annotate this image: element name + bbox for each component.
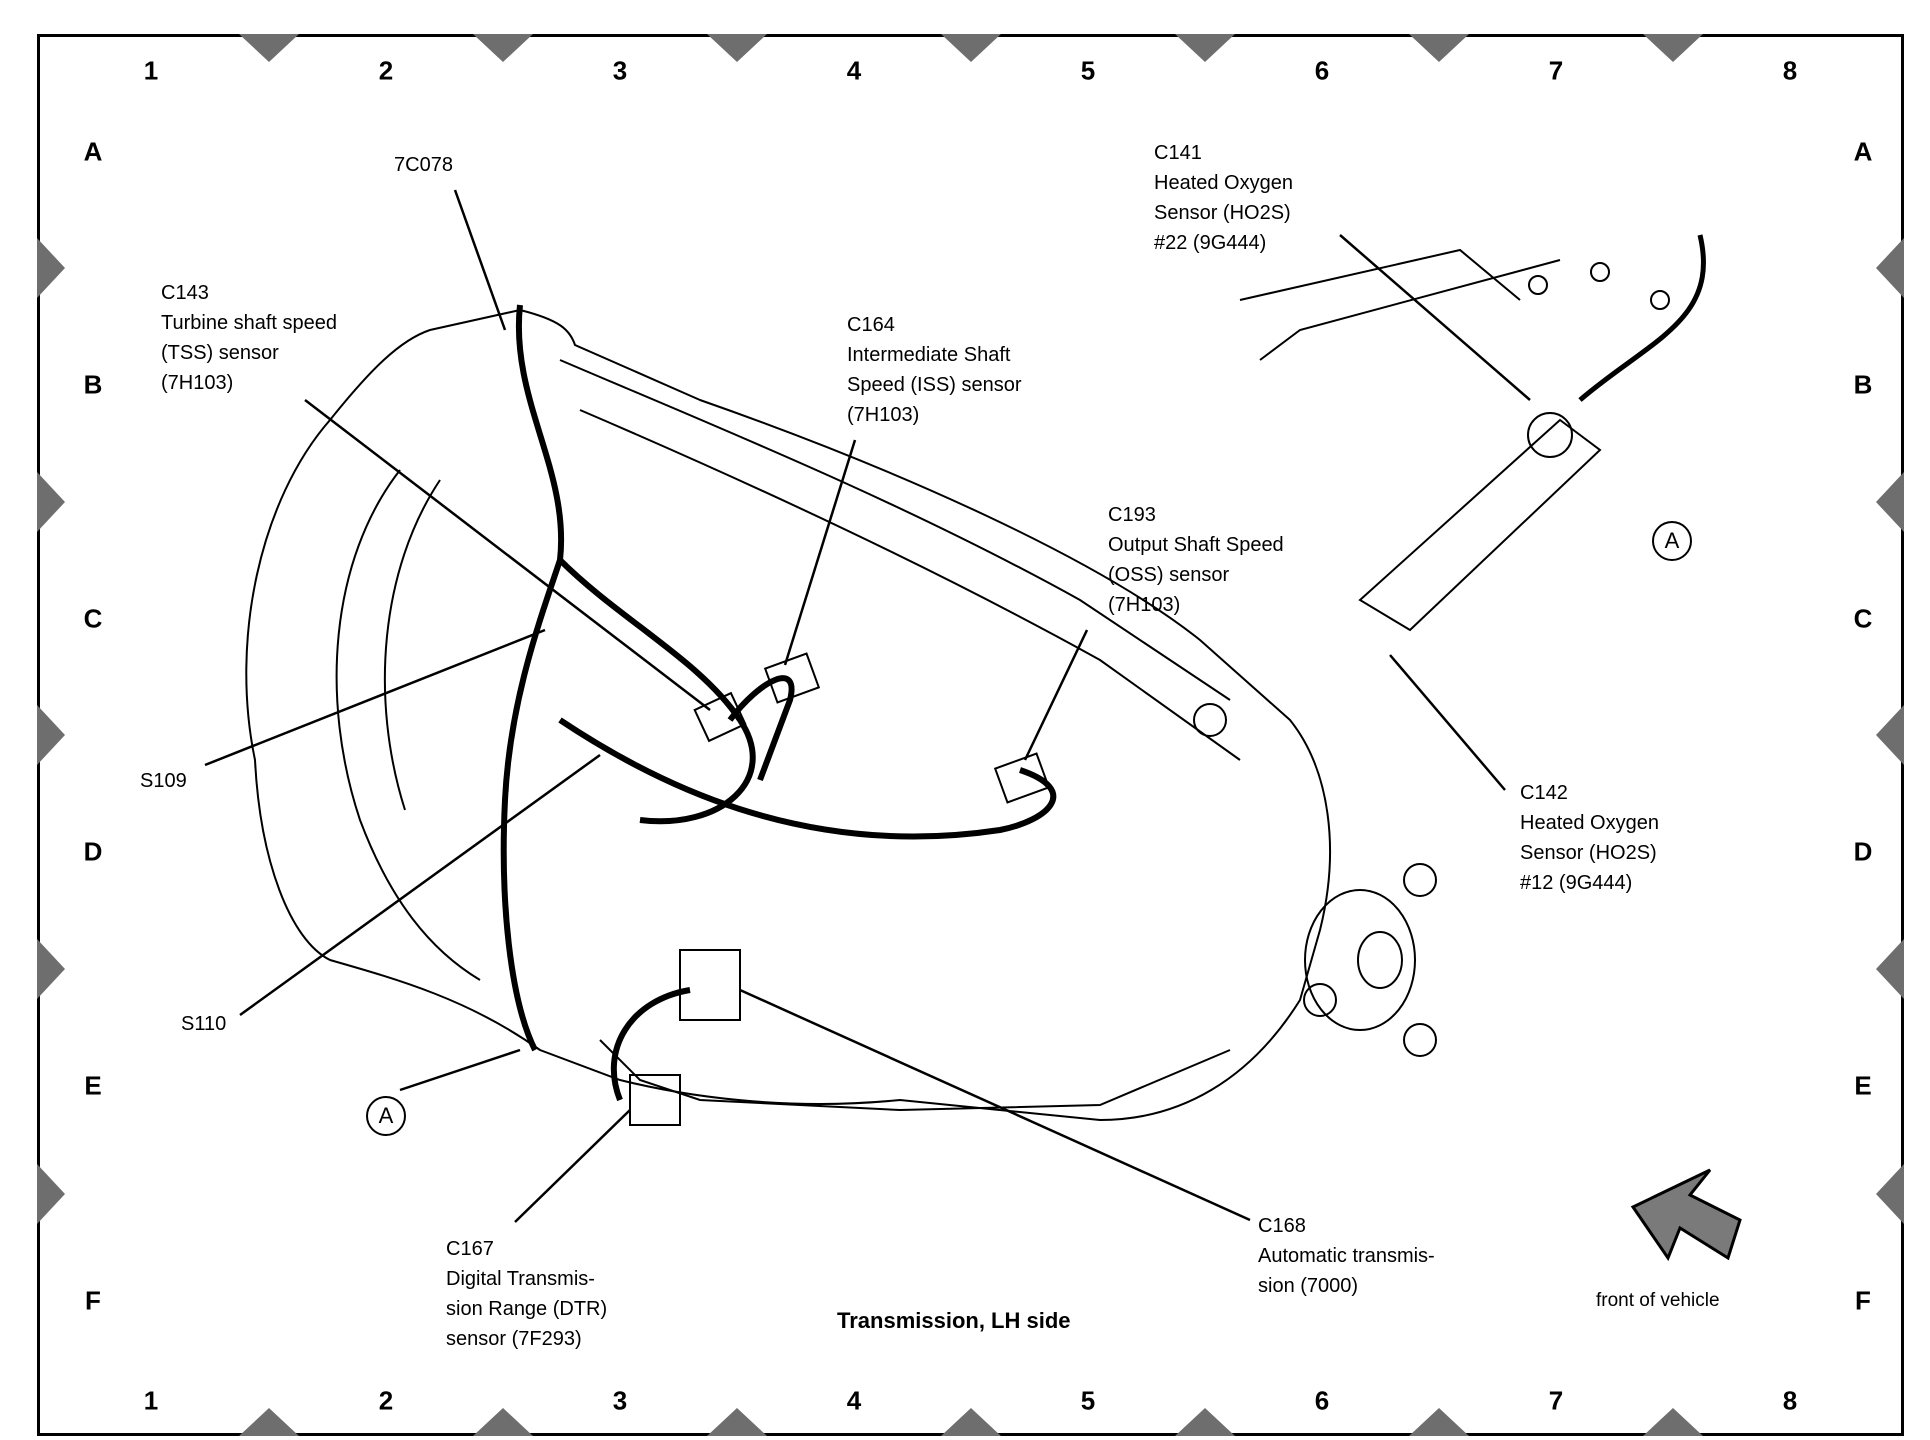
grid-row-right: E <box>1854 1070 1872 1101</box>
grid-marker-bottom <box>1175 1408 1235 1436</box>
inset-detail-a <box>1239 234 1706 632</box>
grid-marker-bottom <box>1409 1408 1469 1436</box>
front-of-vehicle-arrow-icon <box>1630 1168 1742 1262</box>
grid-row-left: A <box>83 136 103 167</box>
output-shaft <box>1357 931 1403 989</box>
grid-marker-top <box>941 34 1001 62</box>
grid-row-left: C <box>83 603 103 634</box>
grid-row-left: F <box>85 1285 101 1316</box>
grid-marker-left <box>37 705 65 765</box>
bell-housing <box>245 308 1331 1122</box>
grid-column-top: 5 <box>1080 55 1096 86</box>
callout-c141-ho2s-22: C141 Heated Oxygen Sensor (HO2S) #22 (9G… <box>1154 142 1293 254</box>
grid-row-right: D <box>1853 836 1873 867</box>
grid-marker-bottom <box>941 1408 1001 1436</box>
grid-marker-bottom <box>707 1408 767 1436</box>
grid-row-left: D <box>83 836 103 867</box>
leader-lines <box>204 189 1531 1223</box>
grid-column-top: 4 <box>846 55 862 86</box>
grid-marker-bottom <box>1643 1408 1703 1436</box>
grid-column-bottom: 2 <box>378 1385 394 1416</box>
callout-c142-ho2s-12: C142 Heated Oxygen Sensor (HO2S) #12 (9G… <box>1520 782 1659 894</box>
grid-column-bottom: 1 <box>143 1385 159 1416</box>
callout-c164-iss-sensor: C164 Intermediate Shaft Speed (ISS) sens… <box>847 314 1022 426</box>
grid-marker-bottom <box>239 1408 299 1436</box>
grid-marker-left <box>37 1164 65 1224</box>
output-flange <box>1304 889 1416 1031</box>
grid-marker-right <box>1876 472 1904 532</box>
grid-column-bottom: 4 <box>846 1385 862 1416</box>
grid-column-bottom: 5 <box>1080 1385 1096 1416</box>
dipstick-cap <box>1193 703 1227 737</box>
grid-column-bottom: 8 <box>1782 1385 1798 1416</box>
pan <box>599 1039 1231 1112</box>
grid-column-top: 8 <box>1782 55 1798 86</box>
wiring-harness <box>500 304 1057 1102</box>
grid-marker-left <box>37 939 65 999</box>
grid-marker-top <box>473 34 533 62</box>
grid-column-top: 7 <box>1548 55 1564 86</box>
grid-column-top: 2 <box>378 55 394 86</box>
grid-marker-left <box>37 238 65 298</box>
bell-rim <box>383 479 441 811</box>
grid-column-bottom: 3 <box>612 1385 628 1416</box>
transmission-body <box>245 308 1437 1126</box>
detail-reference-a: A <box>366 1096 406 1136</box>
grid-marker-left <box>37 472 65 532</box>
grid-marker-top <box>239 34 299 62</box>
grid-column-bottom: 7 <box>1548 1385 1564 1416</box>
callout-c143-tss-sensor: C143 Turbine shaft speed (TSS) sensor (7… <box>161 282 338 394</box>
grid-column-top: 1 <box>143 55 159 86</box>
callout-c167-dtr-sensor: C167 Digital Transmis- sion Range (DTR) … <box>446 1238 608 1350</box>
grid-column-bottom: 6 <box>1314 1385 1330 1416</box>
grid-column-top: 3 <box>612 55 628 86</box>
case-ridge <box>559 359 1231 701</box>
grid-marker-top <box>1175 34 1235 62</box>
callout-s109: S109 <box>140 770 187 792</box>
grid-marker-bottom <box>473 1408 533 1436</box>
callout-s110: S110 <box>181 1013 227 1035</box>
grid-column-top: 6 <box>1314 55 1330 86</box>
connector-c167 <box>629 1074 681 1126</box>
grid-markers <box>37 34 1904 1436</box>
grid-row-right: C <box>1853 603 1873 634</box>
grid-marker-right <box>1876 1164 1904 1224</box>
callout-c193-oss-sensor: C193 Output Shaft Speed (OSS) sensor (7H… <box>1108 504 1284 616</box>
detail-reference-a-inset: A <box>1652 521 1692 561</box>
case-ridge <box>579 409 1241 761</box>
callout-7c078: 7C078 <box>394 154 453 176</box>
grid-row-right: B <box>1853 369 1873 400</box>
front-of-vehicle-label: front of vehicle <box>1596 1290 1720 1311</box>
grid-marker-top <box>1643 34 1703 62</box>
grid-marker-right <box>1876 939 1904 999</box>
connector-c193 <box>993 752 1051 804</box>
grid-row-right: A <box>1853 136 1873 167</box>
grid-marker-right <box>1876 238 1904 298</box>
grid-row-right: F <box>1855 1285 1871 1316</box>
diagram-title: Transmission, LH side <box>837 1308 1071 1333</box>
ho2s-connector <box>1358 418 1602 632</box>
grid-row-left: E <box>84 1070 102 1101</box>
grid-marker-top <box>707 34 767 62</box>
grid-row-left: B <box>83 369 103 400</box>
grid-marker-right <box>1876 705 1904 765</box>
callout-c168-automatic-transmission: C168 Automatic transmis- sion (7000) <box>1258 1215 1435 1297</box>
bell-rim <box>335 469 481 981</box>
connector-c168 <box>679 949 741 1021</box>
grid-marker-top <box>1409 34 1469 62</box>
